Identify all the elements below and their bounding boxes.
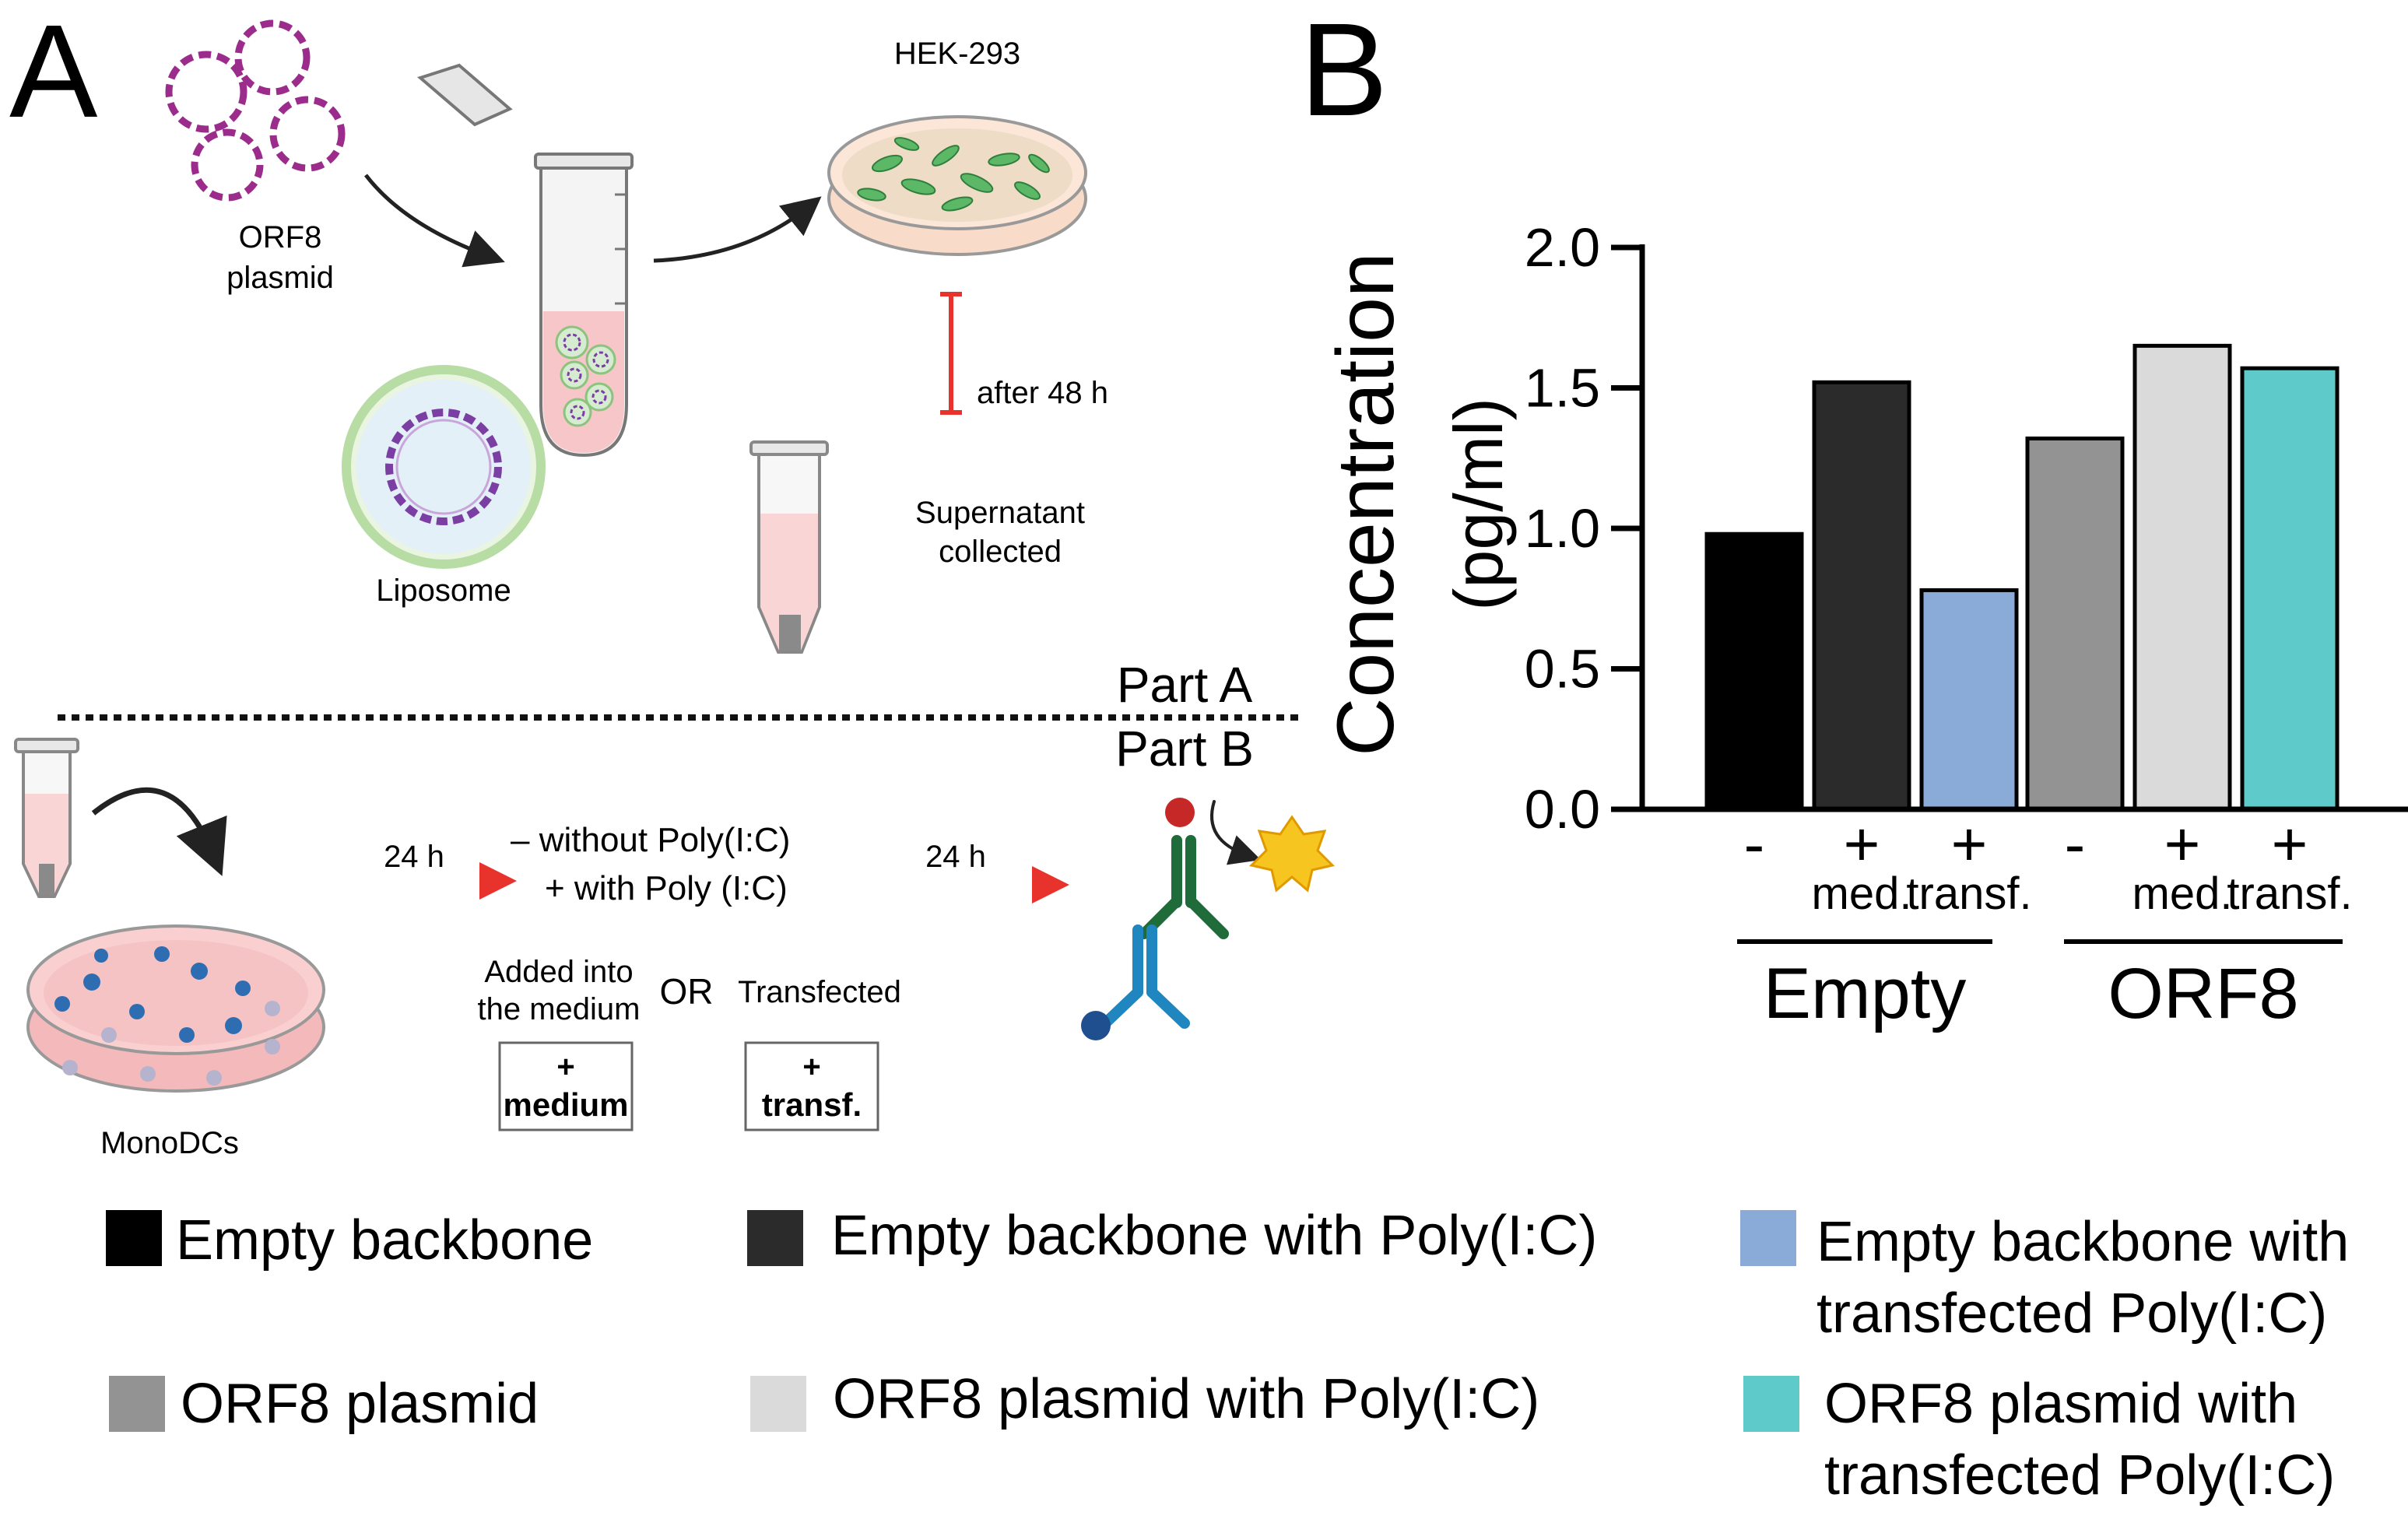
x-sign-label: + xyxy=(2164,809,2201,879)
x-sub-label: transf. xyxy=(1906,868,2031,919)
bar xyxy=(2025,436,2125,812)
y-tick-label: 0.5 xyxy=(1525,639,1600,700)
bar xyxy=(1704,531,1804,812)
legend-swatch xyxy=(747,1210,803,1266)
panel-b-label: B xyxy=(1300,0,1388,144)
bar xyxy=(2132,343,2232,812)
small-tube-icon xyxy=(14,738,79,898)
x-sub-label: transf. xyxy=(2227,868,2352,919)
y-tick-label: 1.0 xyxy=(1525,498,1600,559)
panel-b: B Concentration (pg/ml) 0.00.51.01.52.0 … xyxy=(1300,0,2408,1033)
x-sign-label: + xyxy=(2272,809,2308,879)
y-axis-label-line2: (pg/ml) xyxy=(1440,398,1517,611)
medium-box: + medium xyxy=(498,1041,634,1131)
bar xyxy=(1812,380,1911,812)
group-label: ORF8 xyxy=(2108,954,2298,1033)
or-label: OR xyxy=(660,971,714,1012)
treatment-minus-label: – without Poly(I:C) xyxy=(511,821,790,859)
legend-label: transfected Poly(I:C) xyxy=(1817,1282,2327,1345)
x-sign-label: - xyxy=(2065,809,2086,879)
liposome-icon xyxy=(342,365,546,569)
y-tick-label: 1.5 xyxy=(1525,358,1600,419)
monodc-dish-icon xyxy=(26,924,325,1093)
legend-label: ORF8 plasmid with Poly(I:C) xyxy=(833,1368,1539,1430)
x-sub-label: med. xyxy=(1812,868,1912,919)
arrow-tube-to-monodcs xyxy=(91,787,227,876)
liposome-label: Liposome xyxy=(376,574,511,608)
transfection-tube-icon xyxy=(416,63,634,458)
supernatant-label-line2: collected xyxy=(939,535,1062,569)
plasmid-icon xyxy=(165,51,247,133)
treatment-plus-label: + with Poly (I:C) xyxy=(545,869,788,907)
plasmid-icon xyxy=(191,128,264,202)
plasmid-label-line1: ORF8 xyxy=(239,220,322,254)
plasmid-icon xyxy=(269,96,346,172)
legend-label: Empty backbone xyxy=(176,1209,593,1272)
legend-label: ORF8 plasmid with xyxy=(1824,1373,2297,1435)
x-sign-label: + xyxy=(1951,809,1988,879)
time-label: after 48 h xyxy=(977,376,1108,410)
hek-dish-icon xyxy=(827,115,1087,256)
part-b-label: Part B xyxy=(1115,721,1254,777)
legend-swatch xyxy=(1743,1376,1799,1432)
legend-swatch xyxy=(109,1376,165,1432)
arrow-plasmid-to-tube xyxy=(364,174,505,268)
transf-box: + transf. xyxy=(744,1041,879,1131)
transfected-label: Transfected xyxy=(738,975,901,1009)
legend-swatch xyxy=(750,1376,806,1432)
antibody-icon xyxy=(1081,798,1262,1040)
arrow1-time-label: 24 h xyxy=(384,840,444,874)
time-bar-icon xyxy=(940,292,962,415)
supernatant-label-line1: Supernatant xyxy=(915,496,1085,530)
panel-a: A ORF8 plasmid xyxy=(9,0,1335,1160)
arrow-tube-to-dish xyxy=(653,196,822,263)
y-tick-label: 2.0 xyxy=(1525,217,1600,278)
transf-box-text: transf. xyxy=(762,1086,862,1123)
part-a-label: Part A xyxy=(1117,657,1253,713)
panel-a-label: A xyxy=(9,0,98,146)
x-sub-label: med. xyxy=(2132,868,2233,919)
bars xyxy=(1704,343,2340,812)
transf-box-sign: + xyxy=(802,1050,820,1084)
medium-box-text: medium xyxy=(503,1086,628,1123)
legend-swatch xyxy=(106,1210,162,1266)
hek-label: HEK-293 xyxy=(894,37,1020,71)
added-label-line1: Added into xyxy=(484,955,633,989)
arrow2-time-label: 24 h xyxy=(925,840,986,874)
legend: Empty backbone Empty backbone with Poly(I… xyxy=(106,1205,2349,1507)
y-tick-label: 0.0 xyxy=(1525,779,1600,840)
monodcs-label: MonoDCs xyxy=(100,1126,239,1160)
legend-label: Empty backbone with Poly(I:C) xyxy=(831,1205,1597,1267)
plasmid-icons xyxy=(165,19,346,202)
x-sign-label: + xyxy=(1844,809,1880,879)
legend-label: ORF8 plasmid xyxy=(181,1373,539,1435)
legend-swatch xyxy=(1740,1210,1796,1266)
y-axis-label-line1: Concentration xyxy=(1321,252,1411,756)
plasmid-icon xyxy=(234,19,311,96)
added-label-line2: the medium xyxy=(478,992,641,1026)
supernatant-tube-icon xyxy=(749,440,829,654)
star-icon xyxy=(1249,815,1335,893)
plasmid-label-line2: plasmid xyxy=(226,261,334,295)
medium-box-sign: + xyxy=(556,1050,574,1084)
bar xyxy=(2240,366,2340,812)
x-sign-label: - xyxy=(1744,809,1765,879)
legend-label: Empty backbone with xyxy=(1817,1211,2349,1273)
group-label: Empty xyxy=(1764,954,1967,1033)
bar xyxy=(1919,588,2019,812)
legend-label: transfected Poly(I:C) xyxy=(1824,1444,2335,1507)
y-ticks: 0.0 0.5 1.0 1.5 2.0 xyxy=(1525,217,1642,840)
